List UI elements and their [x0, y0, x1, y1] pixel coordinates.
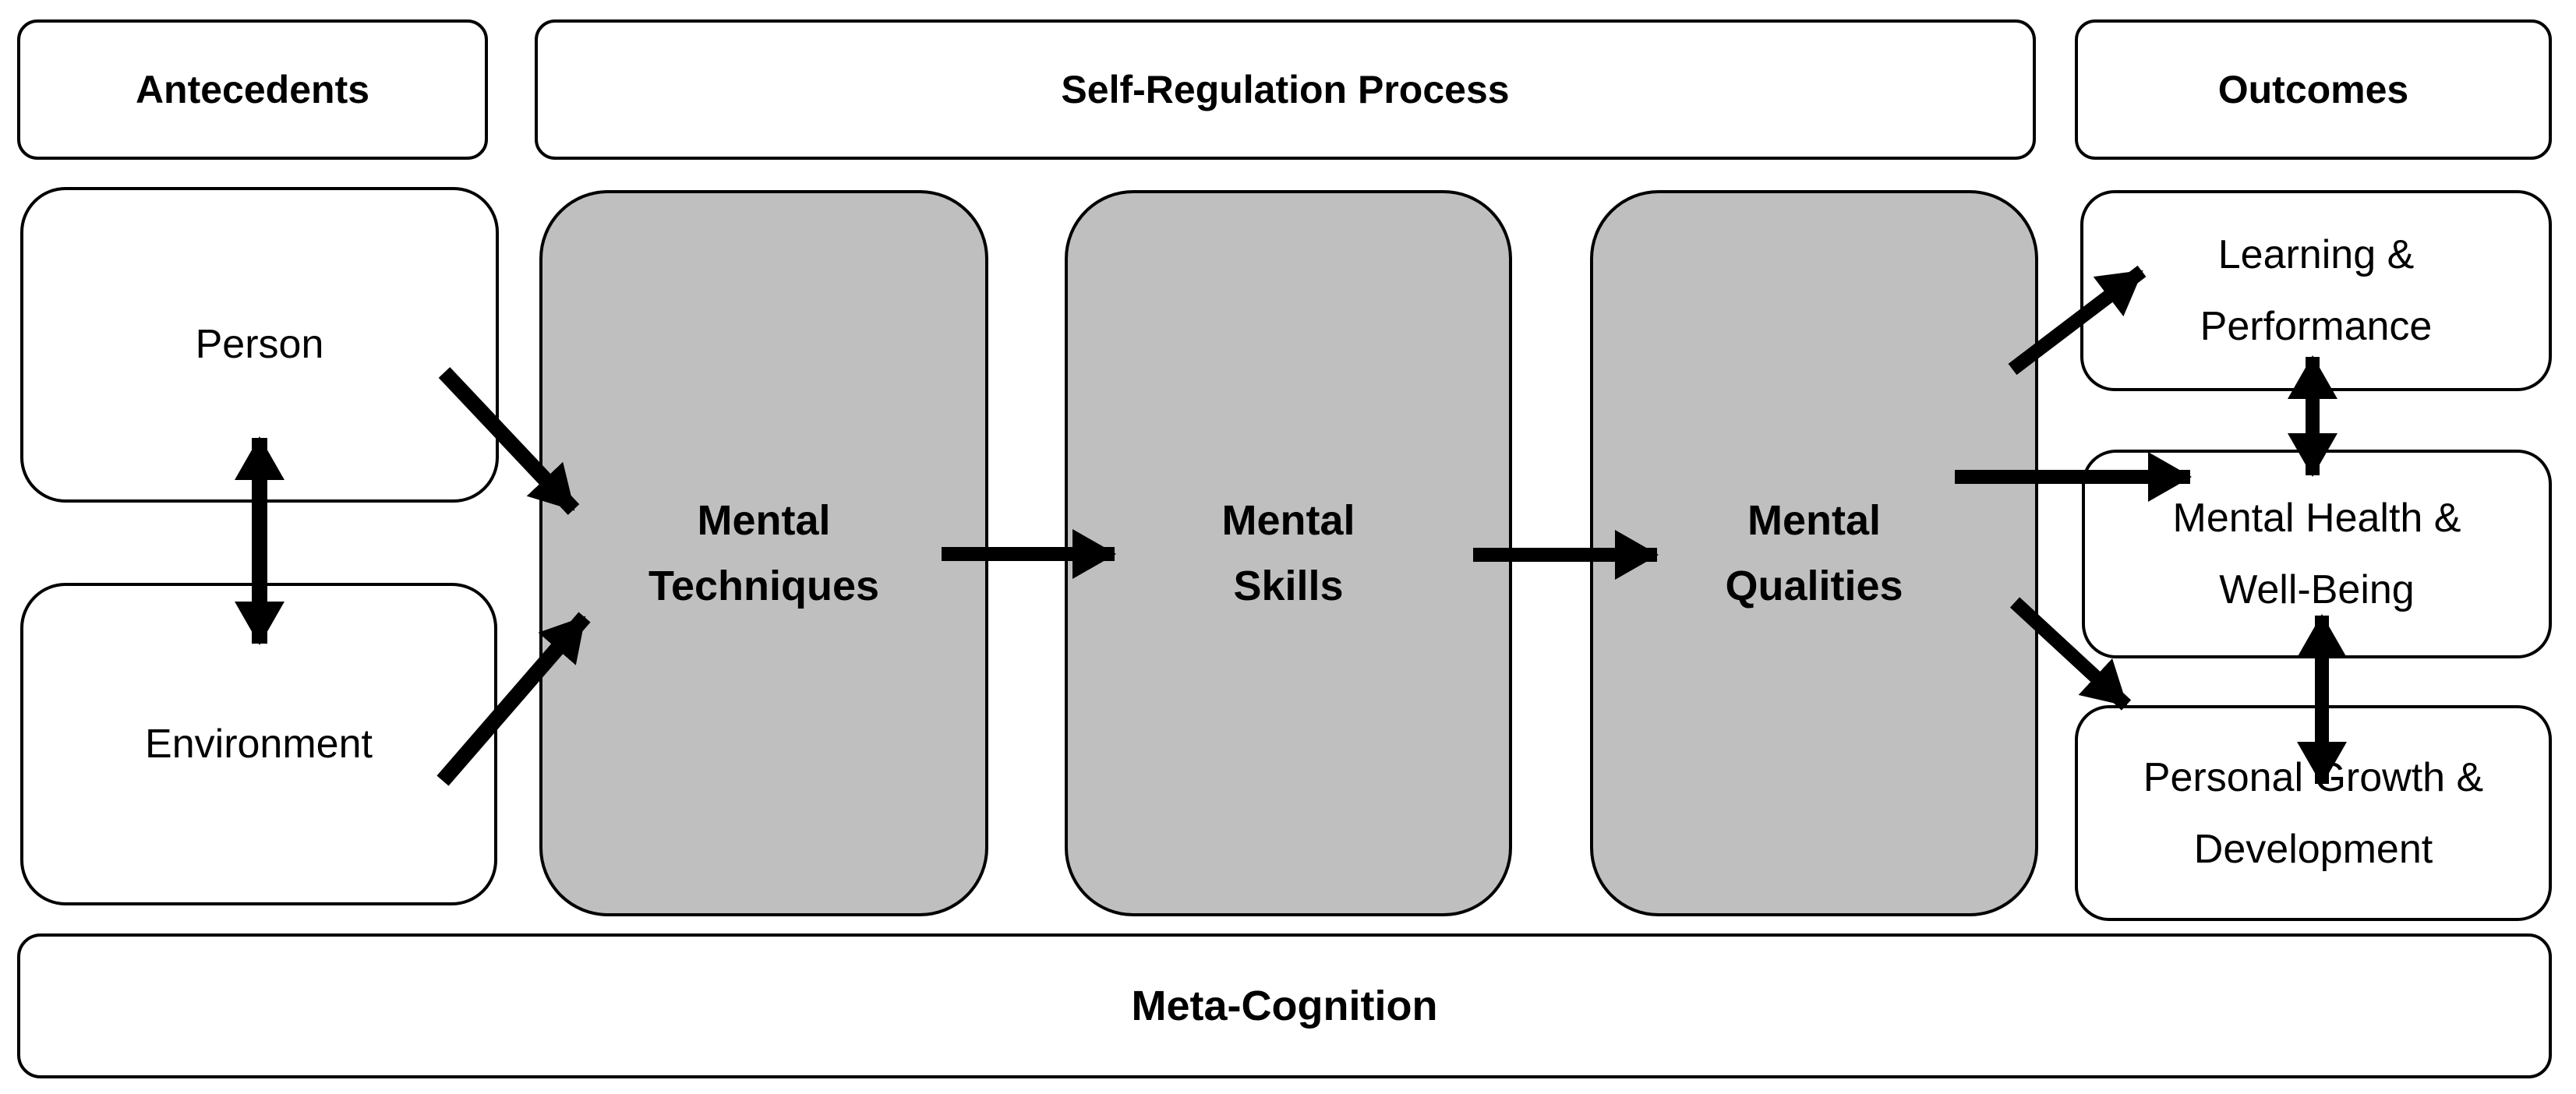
mental-skills-label: Mental Skills: [1221, 497, 1355, 609]
personal-growth-development-label: Personal Growth & Development: [2143, 754, 2484, 872]
mental-health-well-being-label: Mental Health & Well-Being: [2172, 496, 2461, 612]
box-personal-growth-development: Personal Growth & Development: [2075, 705, 2552, 921]
mental-qualities-label: Mental Qualities: [1725, 497, 1903, 609]
mental-techniques-label: Mental Techniques: [648, 497, 880, 609]
box-mental-skills: Mental Skills: [1065, 190, 1512, 916]
environment-label: Environment: [145, 721, 373, 767]
learning-performance-label: Learning & Performance: [2200, 232, 2433, 349]
box-mental-health-well-being: Mental Health & Well-Being: [2082, 450, 2552, 658]
box-mental-qualities: Mental Qualities: [1590, 190, 2038, 916]
meta-cognition-label: Meta-Cognition: [1131, 982, 1438, 1029]
header-antecedents-label: Antecedents: [135, 68, 370, 111]
header-outcomes: Outcomes: [2075, 19, 2552, 160]
header-outcomes-label: Outcomes: [2217, 68, 2409, 111]
header-antecedents: Antecedents: [17, 19, 488, 160]
header-process-label: Self-Regulation Process: [1061, 68, 1510, 111]
header-self-regulation-process: Self-Regulation Process: [535, 19, 2036, 160]
box-person: Person: [20, 187, 499, 503]
box-environment: Environment: [20, 583, 497, 905]
box-mental-techniques: Mental Techniques: [539, 190, 988, 916]
box-learning-performance: Learning & Performance: [2080, 190, 2552, 391]
box-meta-cognition: Meta-Cognition: [17, 933, 2552, 1078]
person-label: Person: [195, 322, 324, 368]
